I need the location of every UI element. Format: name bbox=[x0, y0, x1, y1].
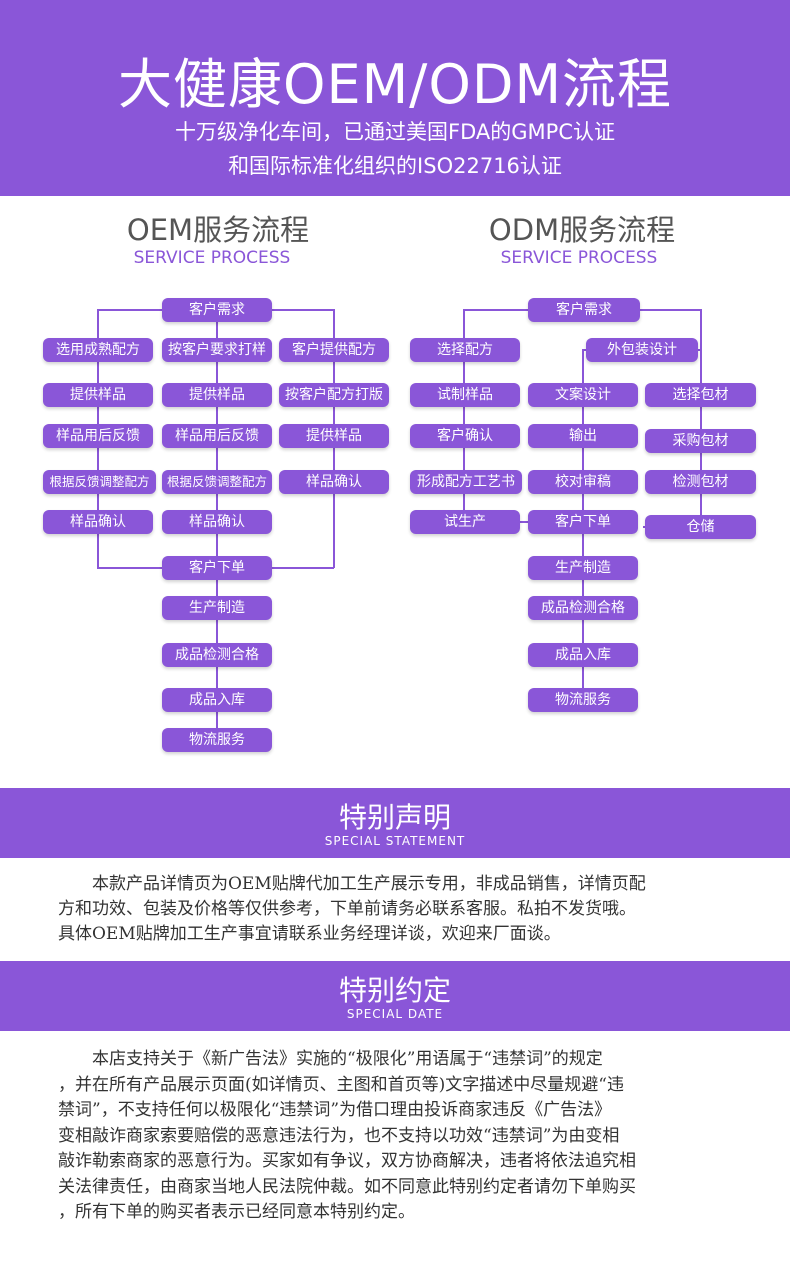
odm-left-step: 客户确认 bbox=[410, 424, 520, 448]
agreement-line: ，并在所有产品展示页面(如详情页、主图和首页等)文字描述中尽量规避“违 bbox=[58, 1074, 624, 1095]
statement-title: 特别声明 bbox=[338, 801, 451, 834]
agreement-text: 本店支持关于《新广告法》实施的“极限化”用语属于“违禁词”的规定 ，并在所有产品… bbox=[58, 1047, 748, 1226]
oem-col2-step: 样品用后反馈 bbox=[162, 424, 272, 448]
odm-chain-step: 物流服务 bbox=[528, 688, 638, 712]
oem-col3-step: 按客户配方打版 bbox=[279, 383, 389, 407]
agreement-banner: 特别约定 SPECIAL DATE bbox=[0, 961, 790, 1031]
oem-col1-step: 选用成熟配方 bbox=[43, 338, 153, 362]
odm-chain-step: 成品入库 bbox=[528, 643, 638, 667]
odm-right-step: 采购包材 bbox=[645, 429, 756, 453]
oem-col3-step: 提供样品 bbox=[279, 424, 389, 448]
statement-banner: 特别声明 SPECIAL STATEMENT bbox=[0, 788, 790, 858]
oem-col2-step: 按客户要求打样 bbox=[162, 338, 272, 362]
oem-subtitle: SERVICE PROCESS bbox=[133, 248, 291, 268]
oem-chain-step: 成品检测合格 bbox=[162, 643, 272, 667]
oem-col1-step: 样品用后反馈 bbox=[43, 424, 153, 448]
statement-line: 本款产品详情页为OEM贴牌代加工生产展示专用，非成品销售，详情页配 bbox=[92, 874, 646, 894]
odm-chain-step: 成品检测合格 bbox=[528, 596, 638, 620]
statement-subtitle: SPECIAL STATEMENT bbox=[324, 834, 466, 848]
oem-col2-step: 提供样品 bbox=[162, 383, 272, 407]
oem-title: OEM服务流程 bbox=[126, 213, 310, 247]
odm-right-step: 仓储 bbox=[645, 515, 756, 539]
statement-line: 具体OEM贴牌加工生产事宜请联系业务经理详谈，欢迎来厂面谈。 bbox=[58, 924, 561, 944]
odm-mid-step: 文案设计 bbox=[528, 383, 638, 407]
oem-step-customer-demand: 客户需求 bbox=[162, 298, 272, 322]
oem-col1-step: 提供样品 bbox=[43, 383, 153, 407]
oem-chain-step: 生产制造 bbox=[162, 596, 272, 620]
odm-title: ODM服务流程 bbox=[488, 213, 676, 247]
agreement-line: ，所有下单的购买者表示已经同意本特别约定。 bbox=[58, 1202, 415, 1222]
odm-right-step: 检测包材 bbox=[645, 470, 756, 494]
page-header: 大健康OEM/ODM流程 十万级净化车间，已通过美国FDA的GMPC认证 和国际… bbox=[0, 0, 790, 196]
oem-col3-step: 客户提供配方 bbox=[279, 338, 389, 362]
statement-text: 本款产品详情页为OEM贴牌代加工生产展示专用，非成品销售，详情页配 方和功效、包… bbox=[58, 872, 748, 947]
oem-chain-step: 成品入库 bbox=[162, 688, 272, 712]
header-subtitle-line2: 和国际标准化组织的ISO22716认证 bbox=[228, 154, 562, 178]
odm-right-step: 选择包材 bbox=[645, 383, 756, 407]
agreement-line: 变相敲诈商家索要赔偿的恶意违法行为，也不支持以功效“违禁词”为由变相 bbox=[58, 1125, 620, 1146]
agreement-line: 敲诈勒索商家的恶意行为。买家如有争议，双方协商解决，违者将依法追究相 bbox=[58, 1151, 636, 1171]
odm-step-customer-demand: 客户需求 bbox=[528, 298, 640, 322]
odm-chain-step: 客户下单 bbox=[528, 510, 638, 534]
odm-chain-step: 生产制造 bbox=[528, 556, 638, 580]
oem-chain-step: 物流服务 bbox=[162, 728, 272, 752]
agreement-line: 关法律责任，由商家当地人民法院仲裁。如不同意此特别约定者请勿下单购买 bbox=[58, 1176, 636, 1197]
oem-col2-step: 样品确认 bbox=[162, 510, 272, 534]
odm-mid-step: 输出 bbox=[528, 424, 638, 448]
odm-mid-step: 校对审稿 bbox=[528, 470, 638, 494]
oem-col2-step: 根据反馈调整配方 bbox=[162, 470, 272, 494]
agreement-line: 本店支持关于《新广告法》实施的“极限化”用语属于“违禁词”的规定 bbox=[92, 1049, 603, 1069]
odm-left-step: 试生产 bbox=[410, 510, 520, 534]
agreement-line: 禁词”，不支持任何以极限化“违禁词”为借口理由投诉商家违反《广告法》 bbox=[58, 1100, 612, 1120]
odm-subtitle: SERVICE PROCESS bbox=[500, 248, 658, 268]
statement-line: 方和功效、包装及价格等仅供参考，下单前请务必联系客服。私拍不发货哦。 bbox=[58, 899, 636, 919]
odm-package-design: 外包装设计 bbox=[586, 338, 698, 362]
oem-col3-step: 样品确认 bbox=[279, 470, 389, 494]
header-subtitle-line1: 十万级净化车间，已通过美国FDA的GMPC认证 bbox=[175, 120, 615, 144]
oem-col1-step: 样品确认 bbox=[43, 510, 153, 534]
agreement-subtitle: SPECIAL DATE bbox=[346, 1007, 444, 1021]
oem-chain-step: 客户下单 bbox=[162, 556, 272, 580]
agreement-title: 特别约定 bbox=[338, 974, 451, 1007]
oem-col1-step: 根据反馈调整配方 bbox=[43, 470, 156, 494]
odm-left-step: 选择配方 bbox=[410, 338, 520, 362]
odm-left-step: 形成配方工艺书 bbox=[410, 470, 522, 494]
odm-left-step: 试制样品 bbox=[410, 383, 520, 407]
page-title: 大健康OEM/ODM流程 bbox=[117, 53, 673, 116]
